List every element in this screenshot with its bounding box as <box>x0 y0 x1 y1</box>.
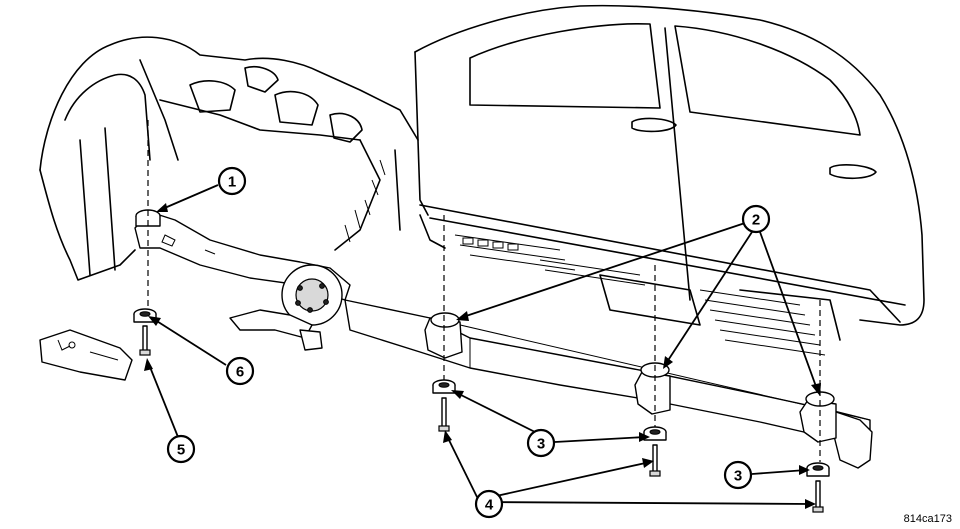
figure-code: 814ca173 <box>903 513 952 525</box>
alignment-lines <box>147 120 821 462</box>
mounting-bolt-icon <box>649 444 661 477</box>
callout-2-label: 2 <box>752 212 760 229</box>
lower-hardware <box>133 308 830 513</box>
callout-3b: 3 <box>723 460 753 490</box>
mounting-bolt-icon <box>812 480 824 513</box>
vehicle-body <box>39 4 925 356</box>
callout-5: 5 <box>166 434 196 464</box>
callout-3b-label: 3 <box>734 468 742 485</box>
lower-isolator-icon <box>806 462 830 477</box>
leader-lines <box>144 184 821 509</box>
callout-1: 1 <box>217 166 247 196</box>
callout-5-label: 5 <box>177 442 185 459</box>
mounting-bolt-icon <box>139 325 151 356</box>
callout-4-label: 4 <box>485 497 494 514</box>
lower-isolator-icon <box>432 379 456 394</box>
callout-3a: 3 <box>526 428 556 458</box>
callout-4: 4 <box>474 489 504 519</box>
callout-6-label: 6 <box>236 364 244 381</box>
mounting-bolt-icon <box>438 397 450 432</box>
frame-rails <box>134 211 873 469</box>
callout-6: 6 <box>225 356 255 386</box>
callout-1-label: 1 <box>228 174 236 191</box>
callout-3a-label: 3 <box>537 436 545 453</box>
upper-isolator-icon <box>799 391 837 443</box>
callout-2: 2 <box>741 204 771 234</box>
detail-bracket-inset <box>39 329 133 381</box>
